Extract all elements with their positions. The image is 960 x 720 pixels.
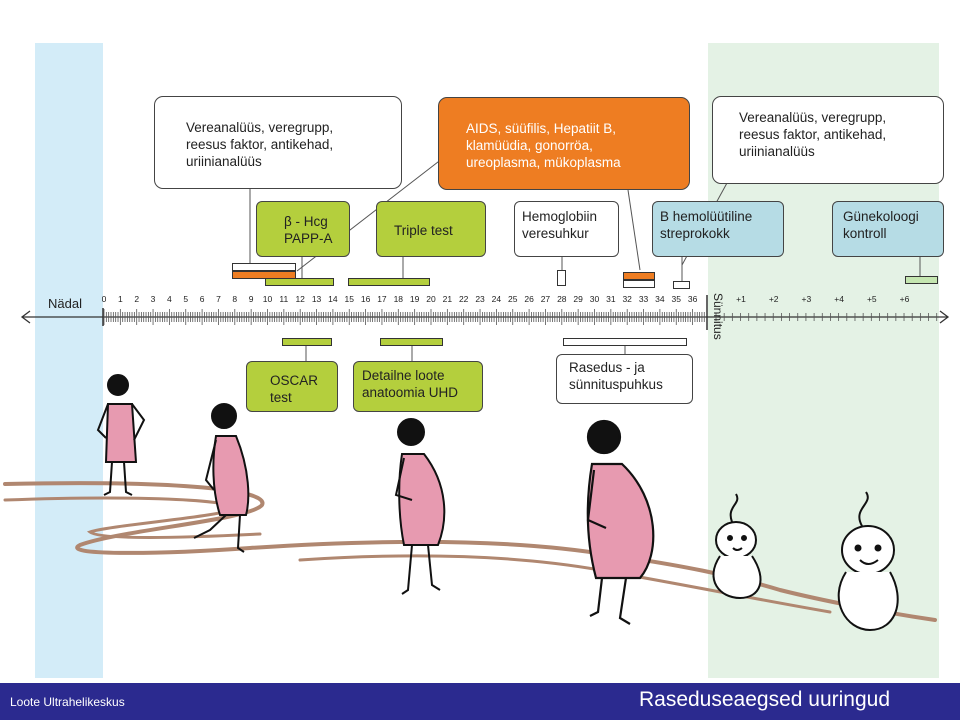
week-number: 2 [134,294,140,304]
hemoglobin-box: Hemoglobiin veresuhkur [514,201,619,257]
oscar-range-bar [282,338,332,346]
week-number: 16 [360,294,371,304]
week-number: 29 [573,294,583,304]
week-number: 5 [183,294,189,304]
week-number: 9 [248,294,254,304]
week-number: 19 [409,294,420,304]
postnatal-week-number: +3 [801,294,812,304]
week-label: Nädal [48,296,82,311]
baby-small-figure [712,493,762,600]
maternity-leave-box: Rasedus - ja sünnituspuhkus [556,354,693,404]
timeline-left-arrow [20,310,31,324]
woman-late-figure [586,419,655,625]
week-number: 22 [458,294,469,304]
brand-name: Loote Ultrahelikeskus [10,695,125,709]
week-number: 14 [328,294,338,304]
woman-mid-figure [394,418,446,595]
timeline-right-arrow [939,310,950,324]
postnatal-ticks [715,313,938,321]
anatomy-range-bar [380,338,443,346]
week-number: 28 [557,294,567,304]
postnatal-week-number: +2 [768,294,779,304]
week-number: 27 [540,294,551,304]
week-number: 17 [377,294,387,304]
anatomy-ultrasound-box: Detailne loote anatoomia UHD [353,361,483,412]
week-number: 6 [199,294,205,304]
week-number: 32 [622,294,632,304]
week-number: 18 [393,294,404,304]
week-number: 24 [491,294,502,304]
gynecologist-range-bar [905,276,938,284]
week-number: 11 [279,294,289,304]
week-number: 33 [638,294,649,304]
week-number: 26 [524,294,534,304]
blood-test-third-trimester: Vereanalüüs, veregrupp, reesus faktor, a… [712,96,944,184]
strep-range-bar [673,281,690,289]
week-number: 1 [117,294,123,304]
triple-test-range-bar [348,278,430,286]
week-number: 13 [311,294,322,304]
week-number: 12 [295,294,305,304]
woman-early-figure [96,374,146,496]
week-number: 3 [150,294,156,304]
week-number: 21 [442,294,453,304]
leave-range-bar [563,338,687,346]
oscar-test-box: OSCAR test [246,361,338,412]
hcg-range-bar [265,278,334,286]
postnatal-week-number: +5 [866,294,877,304]
preconception-band [35,43,103,678]
hcg-papp-a-box: β - Hcg PAPP-A [256,201,350,257]
baby-large-figure [837,491,899,632]
week-number: 15 [344,294,354,304]
week-number: 35 [671,294,681,304]
postnatal-week-number: +6 [899,294,910,304]
hemoglobin-range-bar [557,270,566,286]
week-ticks [103,309,705,325]
blood-test-first-trimester: Vereanalüüs, veregrupp, reesus faktor, a… [154,96,402,189]
postnatal-week-number: +1 [736,294,746,304]
week-number: 7 [216,294,221,304]
infection-range-bar [232,271,296,279]
blood-first-range-bar [232,263,296,271]
page-title: Raseduseaegsed uuringud [638,688,890,711]
week-number: 8 [232,294,238,304]
footer-bar: Loote Ultrahelikeskus Raseduseaegsed uur… [0,683,960,720]
postnatal-week-number: +4 [834,294,844,304]
infection-screening-box: AIDS, süüfilis, Hepatiit B, klamüüdia, g… [438,97,690,190]
birth-label: Sünnitus [711,293,725,340]
week-number: 36 [687,294,698,304]
week-number: 0 [101,294,107,304]
week-number: 20 [426,294,436,304]
week-number: 23 [475,294,485,304]
gynecologist-box: Günekoloogi kontroll [832,201,944,257]
woman-walking-figure [193,403,250,553]
week-number: 25 [508,294,518,304]
week-number: 4 [167,294,172,304]
strep-b-box: B hemolüütiline streprokokk [652,201,784,257]
triple-test-box: Triple test [376,201,486,257]
week-number: 30 [589,294,600,304]
week-number: 31 [606,294,616,304]
week-number: 10 [262,294,273,304]
journey-path [3,481,937,622]
blood-late-range-bar [623,280,655,288]
week-number: 34 [655,294,665,304]
infection-late-range-bar [623,272,655,280]
